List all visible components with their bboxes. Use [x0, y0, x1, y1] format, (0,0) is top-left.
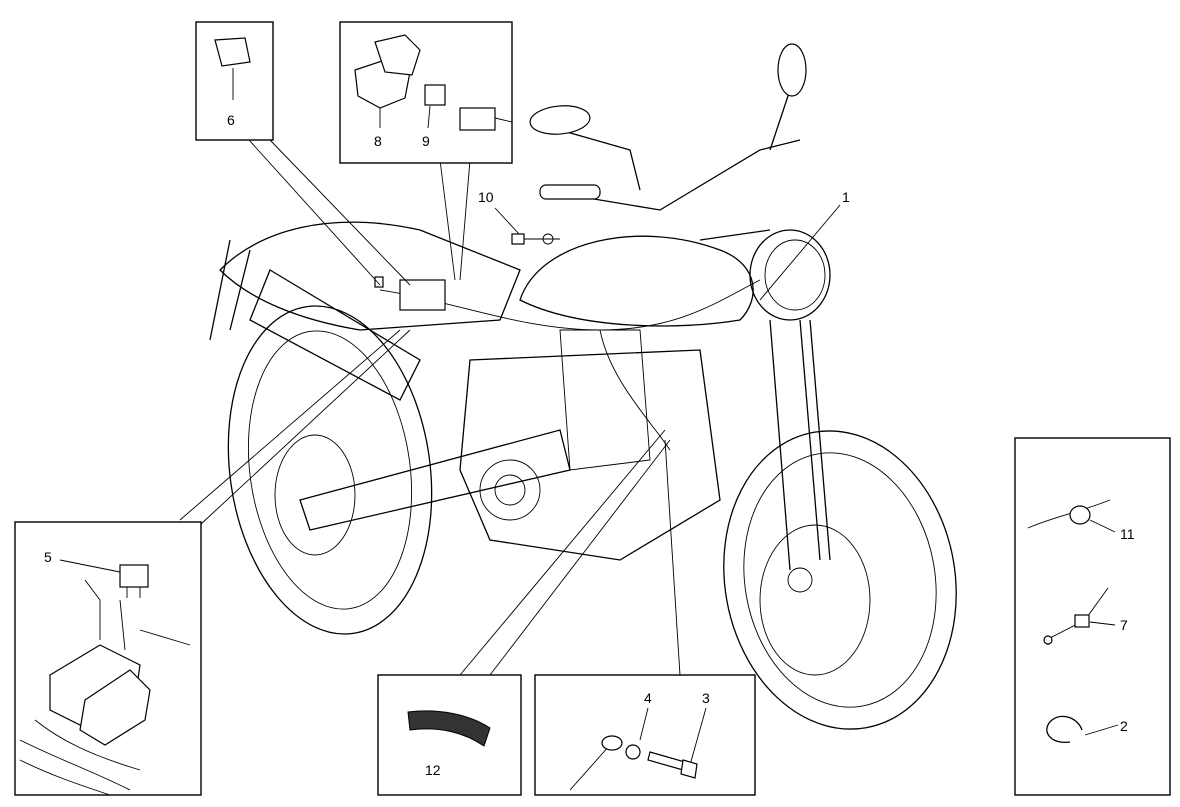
detail-box-8-9: 8 9 — [339, 21, 513, 164]
detail-box-6: 6 — [195, 21, 274, 141]
callout-2: 2 — [1120, 718, 1128, 734]
callout-4: 4 — [644, 690, 652, 706]
washer-part-4 — [625, 744, 641, 760]
callout-5: 5 — [44, 549, 52, 565]
detail-box-5: 5 — [14, 521, 202, 796]
callout-7: 7 — [1120, 617, 1128, 633]
sleeve-part-12 — [407, 710, 491, 747]
detail-box-12: 12 — [377, 674, 522, 796]
relay-part-9 — [424, 84, 446, 106]
callout-11: 11 — [1120, 526, 1135, 542]
callout-8: 8 — [374, 133, 382, 149]
callout-12: 12 — [425, 762, 441, 778]
callout-group-10: 10 — [478, 189, 560, 245]
fuse-part-5 — [119, 564, 149, 588]
callout-10: 10 — [478, 189, 494, 205]
clamp-part-2 — [1046, 715, 1083, 743]
tie-part-7 — [1074, 614, 1090, 628]
callout-9: 9 — [422, 133, 430, 149]
leader-lines — [179, 129, 841, 676]
detail-box-3-4: 4 3 — [534, 674, 756, 796]
callout-3: 3 — [702, 690, 710, 706]
clip-part-11 — [1069, 505, 1091, 525]
callout-1: 1 — [842, 189, 850, 205]
callout-6: 6 — [227, 112, 235, 128]
relay-part-6 — [214, 37, 251, 67]
motorcycle-illustration — [209, 43, 957, 730]
detail-box-11-7-2: 11 7 2 — [1014, 437, 1171, 796]
